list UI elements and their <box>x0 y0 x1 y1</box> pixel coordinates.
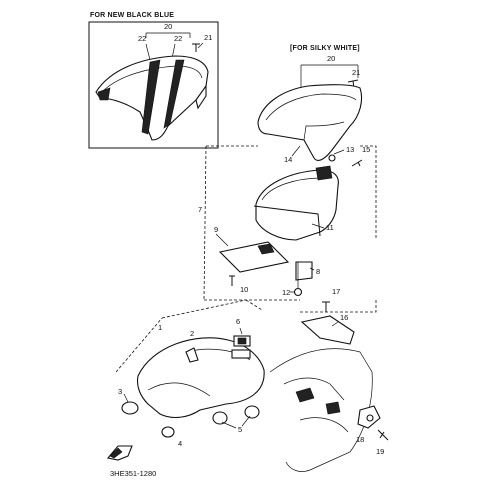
bracket-9 <box>218 241 290 273</box>
tail-seat-top <box>261 177 323 201</box>
leader-12 <box>290 262 299 293</box>
leader-5 <box>221 415 251 429</box>
bolt-17 <box>322 301 330 312</box>
callout-15: 15 <box>362 145 370 154</box>
inset-decal-left <box>97 87 111 101</box>
inset-frame <box>88 21 219 149</box>
callout-4: 4 <box>178 439 182 448</box>
assembly-frame <box>203 145 377 313</box>
holder-8 <box>295 261 313 281</box>
lock-16 <box>300 315 355 345</box>
callout-17: 17 <box>332 287 340 296</box>
callout-16: 16 <box>340 313 348 322</box>
damper-5b <box>244 405 260 419</box>
frame-inner <box>283 377 349 433</box>
frame-area: 17 16 18 19 <box>269 287 389 472</box>
callout-8: 8 <box>316 267 320 276</box>
diagram-code: 3HE351-1280 <box>110 469 156 478</box>
leader-6 <box>239 327 243 335</box>
bolt-12 <box>293 287 303 297</box>
seat-assembly-1: 1 2 6 3 4 5 <box>115 299 265 448</box>
callout-inset-22b: 22 <box>174 34 182 43</box>
callout-10: 10 <box>240 285 248 294</box>
white-cowl-edge <box>265 93 357 121</box>
leader-16 <box>331 321 339 327</box>
callout-19: 19 <box>376 447 384 456</box>
callout-inset-20: 20 <box>164 22 172 31</box>
frame-cut-1 <box>295 387 315 403</box>
bolt-10 <box>229 275 235 286</box>
seat-side <box>147 382 211 397</box>
leader-3 <box>123 393 129 403</box>
callout-1: 1 <box>158 323 162 332</box>
inset-new-black-blue: FOR NEW BLACK BLUE 20 22 22 21 <box>88 12 219 149</box>
tail-seat-rim <box>253 205 321 237</box>
hook-2 <box>185 347 199 363</box>
white-seat-cowl <box>257 84 363 161</box>
inset-stripe-1 <box>141 59 161 135</box>
inset-bracket <box>145 32 191 38</box>
grommet-13 <box>328 154 336 162</box>
callout-13: 13 <box>346 145 354 154</box>
leader-13 <box>333 149 345 155</box>
tail-seat-knob <box>315 165 333 181</box>
callout-inset-22a: 22 <box>138 34 146 43</box>
callout-12: 12 <box>282 288 290 297</box>
damper-6a-core <box>237 337 247 345</box>
frame-cut-2 <box>325 401 341 415</box>
callout-white-21: 21 <box>352 68 360 77</box>
leader-11 <box>311 223 325 229</box>
seat-dash-box <box>115 299 263 373</box>
inset-header: FOR NEW BLACK BLUE <box>90 12 174 19</box>
bracket-tab <box>257 243 275 255</box>
callout-6: 6 <box>236 317 240 326</box>
screw-19 <box>377 429 389 441</box>
hook-18-pin <box>366 414 374 422</box>
leader-8 <box>309 267 315 271</box>
front-arrow-head <box>109 447 123 459</box>
leader-9 <box>215 233 229 247</box>
callout-18: 18 <box>356 435 364 444</box>
damper-3 <box>121 401 139 415</box>
white-cowl-crease <box>303 121 345 141</box>
front-indicator: 3HE351-1280 <box>106 445 156 478</box>
damper-5a <box>212 411 228 425</box>
callout-14: 14 <box>284 155 292 164</box>
callout-white-20: 20 <box>327 54 335 63</box>
inset-bolt <box>192 43 200 52</box>
callout-9: 9 <box>214 225 218 234</box>
leader-14 <box>291 145 301 157</box>
callout-3: 3 <box>118 387 122 396</box>
inset-cowl-tail <box>195 84 207 110</box>
cowl-silky-white: [FOR SILKY WHITE] 20 21 14 13 15 <box>257 45 370 167</box>
callout-2: 2 <box>190 329 194 338</box>
silky-white-header: [FOR SILKY WHITE] <box>290 45 360 52</box>
callout-inset-21: 21 <box>204 33 212 42</box>
damper-6b <box>231 349 251 359</box>
assembly-7: 7 11 9 8 10 12 <box>198 145 377 313</box>
screw-15 <box>351 159 363 167</box>
inset-stripe-2 <box>163 59 185 129</box>
callout-7: 7 <box>198 205 202 214</box>
frame-outline <box>269 348 373 472</box>
callout-11: 11 <box>326 223 334 232</box>
damper-4 <box>161 426 175 438</box>
callout-5: 5 <box>238 425 242 434</box>
